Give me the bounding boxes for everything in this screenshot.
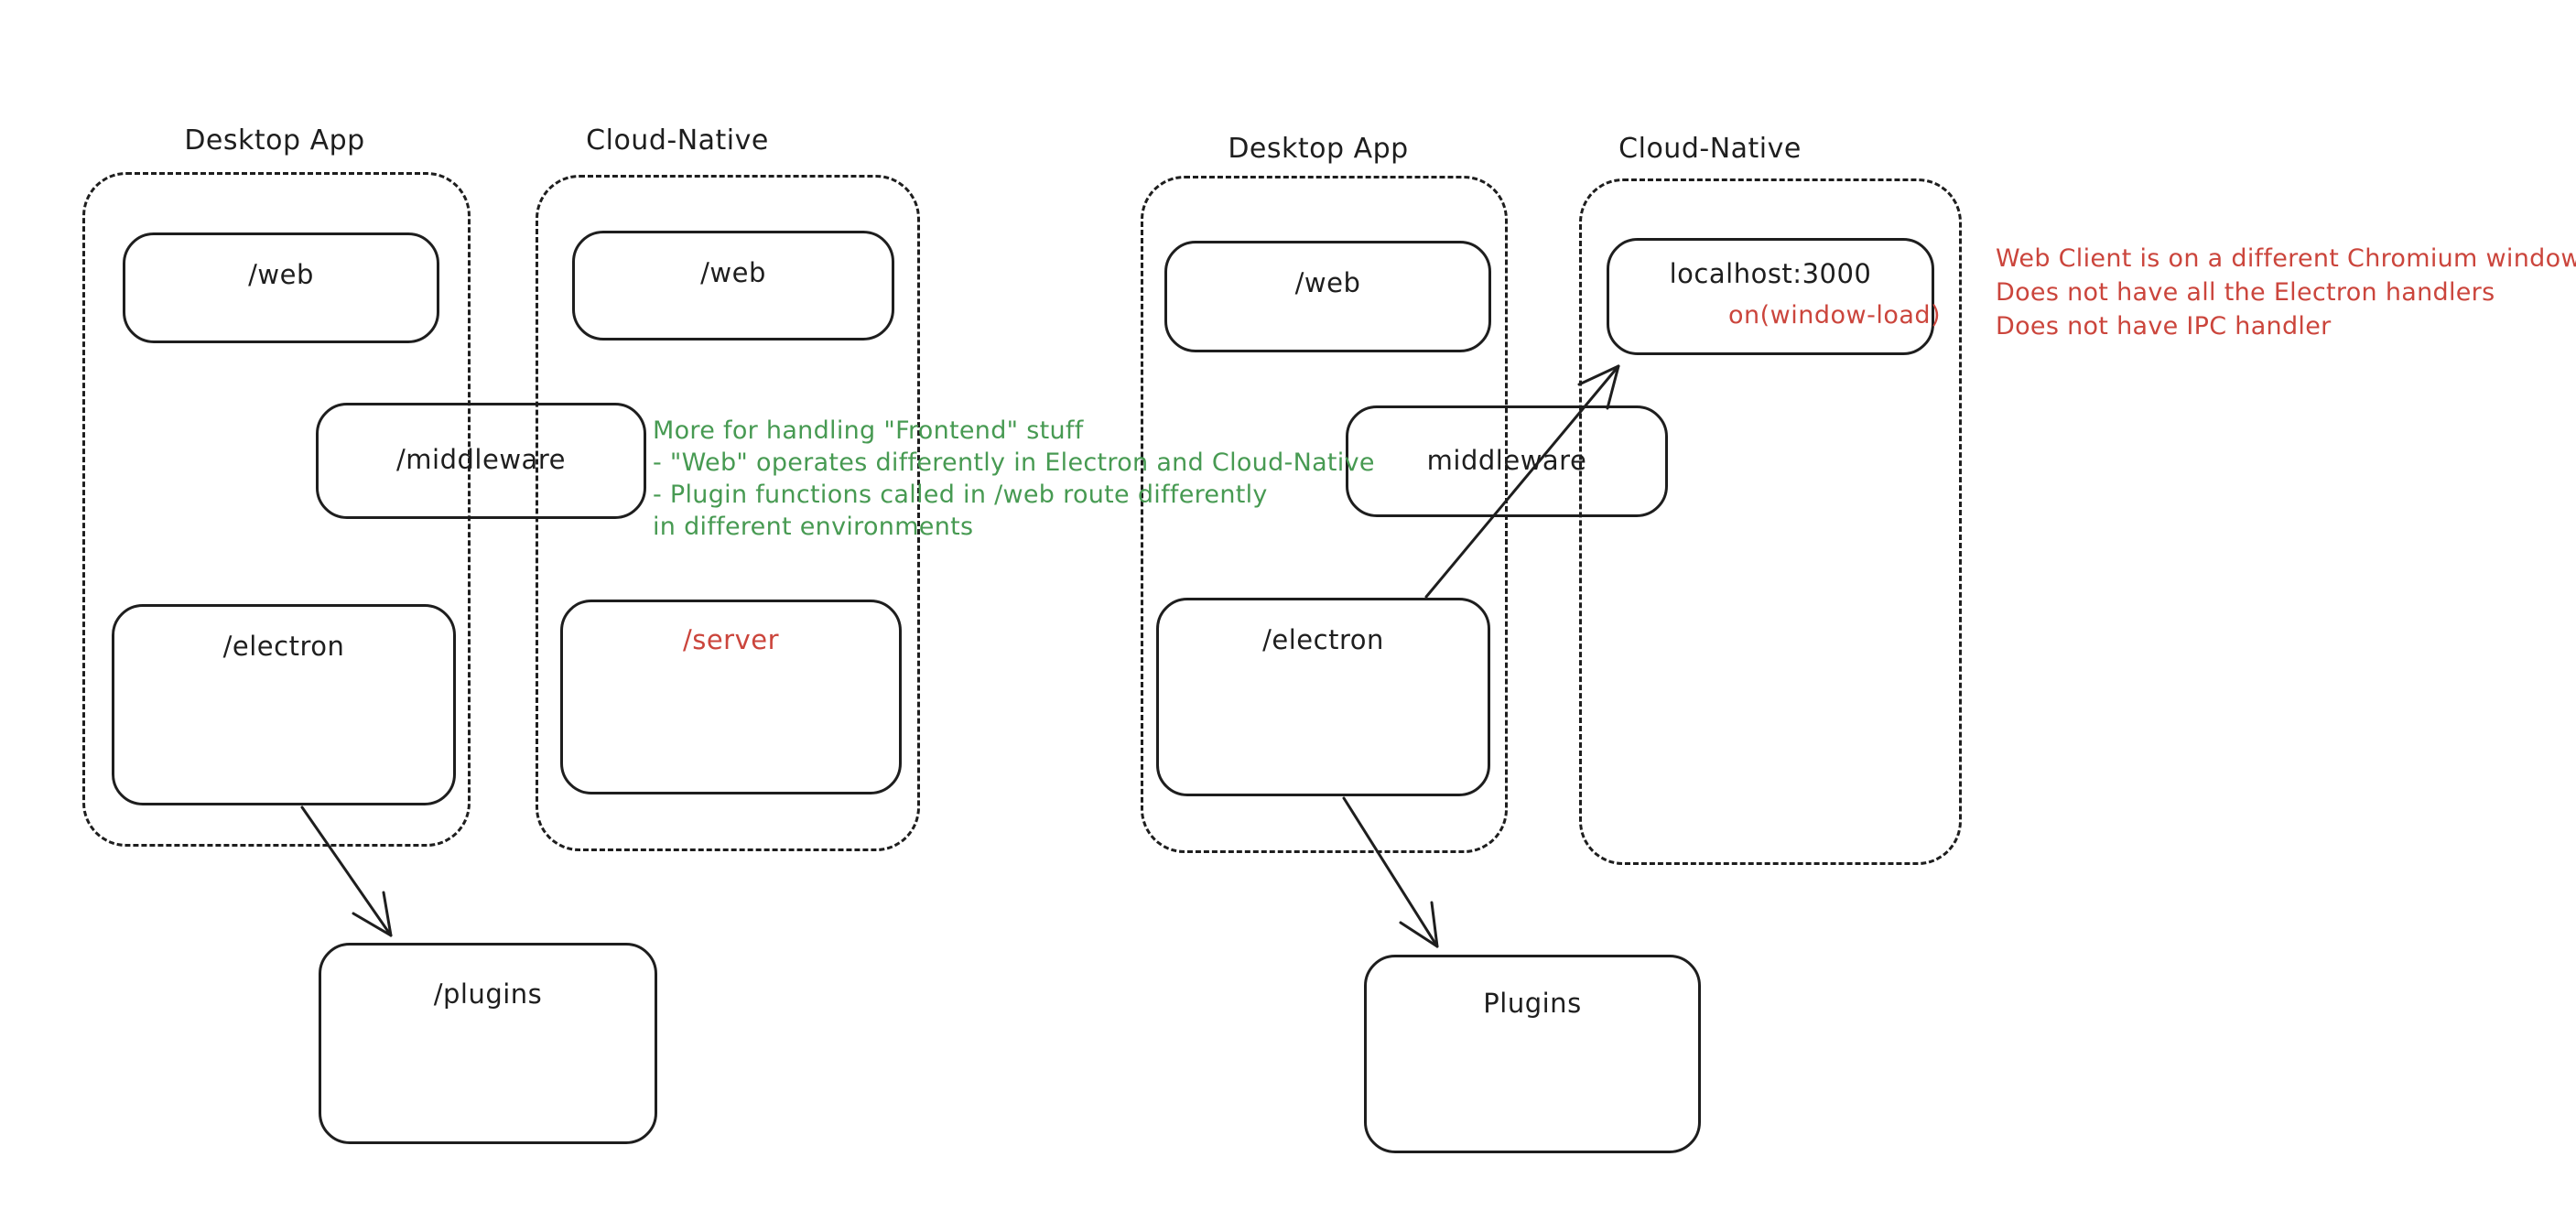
right-desktop-app-label[interactable]: Desktop App <box>1228 133 1409 165</box>
red-annotation-line: Does not have IPC handler <box>1996 312 2332 340</box>
red-annotation[interactable]: Web Client is on a different Chromium wi… <box>1996 242 2576 343</box>
red-annotation-line: Does not have all the Electron handlers <box>1996 278 2495 307</box>
left-cloud-native-container[interactable] <box>536 175 920 851</box>
left-desktop-app-container[interactable] <box>82 172 471 847</box>
left-server-box[interactable]: /server <box>560 600 902 794</box>
right-cloud-native-label[interactable]: Cloud-Native <box>1618 133 1802 165</box>
green-annotation-line: in different environments <box>653 513 974 541</box>
green-annotation[interactable]: More for handling "Frontend" stuff - "We… <box>653 415 1375 543</box>
green-annotation-line: More for handling "Frontend" stuff <box>653 416 1084 445</box>
red-annotation-line: Web Client is on a different Chromium wi… <box>1996 244 2576 273</box>
left-cloud-native-label[interactable]: Cloud-Native <box>586 124 769 157</box>
localhost-3000-box[interactable]: localhost:3000 on(window-load) <box>1607 238 1941 355</box>
localhost-3000-label: localhost:3000 <box>1669 258 1872 289</box>
green-annotation-line: - "Web" operates differently in Electron… <box>653 448 1375 477</box>
left-desktop-app-label[interactable]: Desktop App <box>184 124 365 157</box>
right-middleware-box[interactable]: middleware <box>1346 405 1668 517</box>
right-desktop-web-box[interactable]: /web <box>1164 241 1491 352</box>
right-electron-box[interactable]: /electron <box>1156 598 1490 796</box>
on-window-load-label[interactable]: on(window-load) <box>1728 301 1942 330</box>
green-annotation-line: - Plugin functions called in /web route … <box>653 481 1268 509</box>
left-plugins-box[interactable]: /plugins <box>319 943 657 1144</box>
left-cloud-web-box[interactable]: /web <box>572 231 894 340</box>
left-electron-box[interactable]: /electron <box>112 604 456 805</box>
left-middleware-box[interactable]: /middleware <box>316 403 646 519</box>
right-plugins-box[interactable]: Plugins <box>1364 955 1701 1153</box>
left-desktop-web-box[interactable]: /web <box>123 232 439 343</box>
